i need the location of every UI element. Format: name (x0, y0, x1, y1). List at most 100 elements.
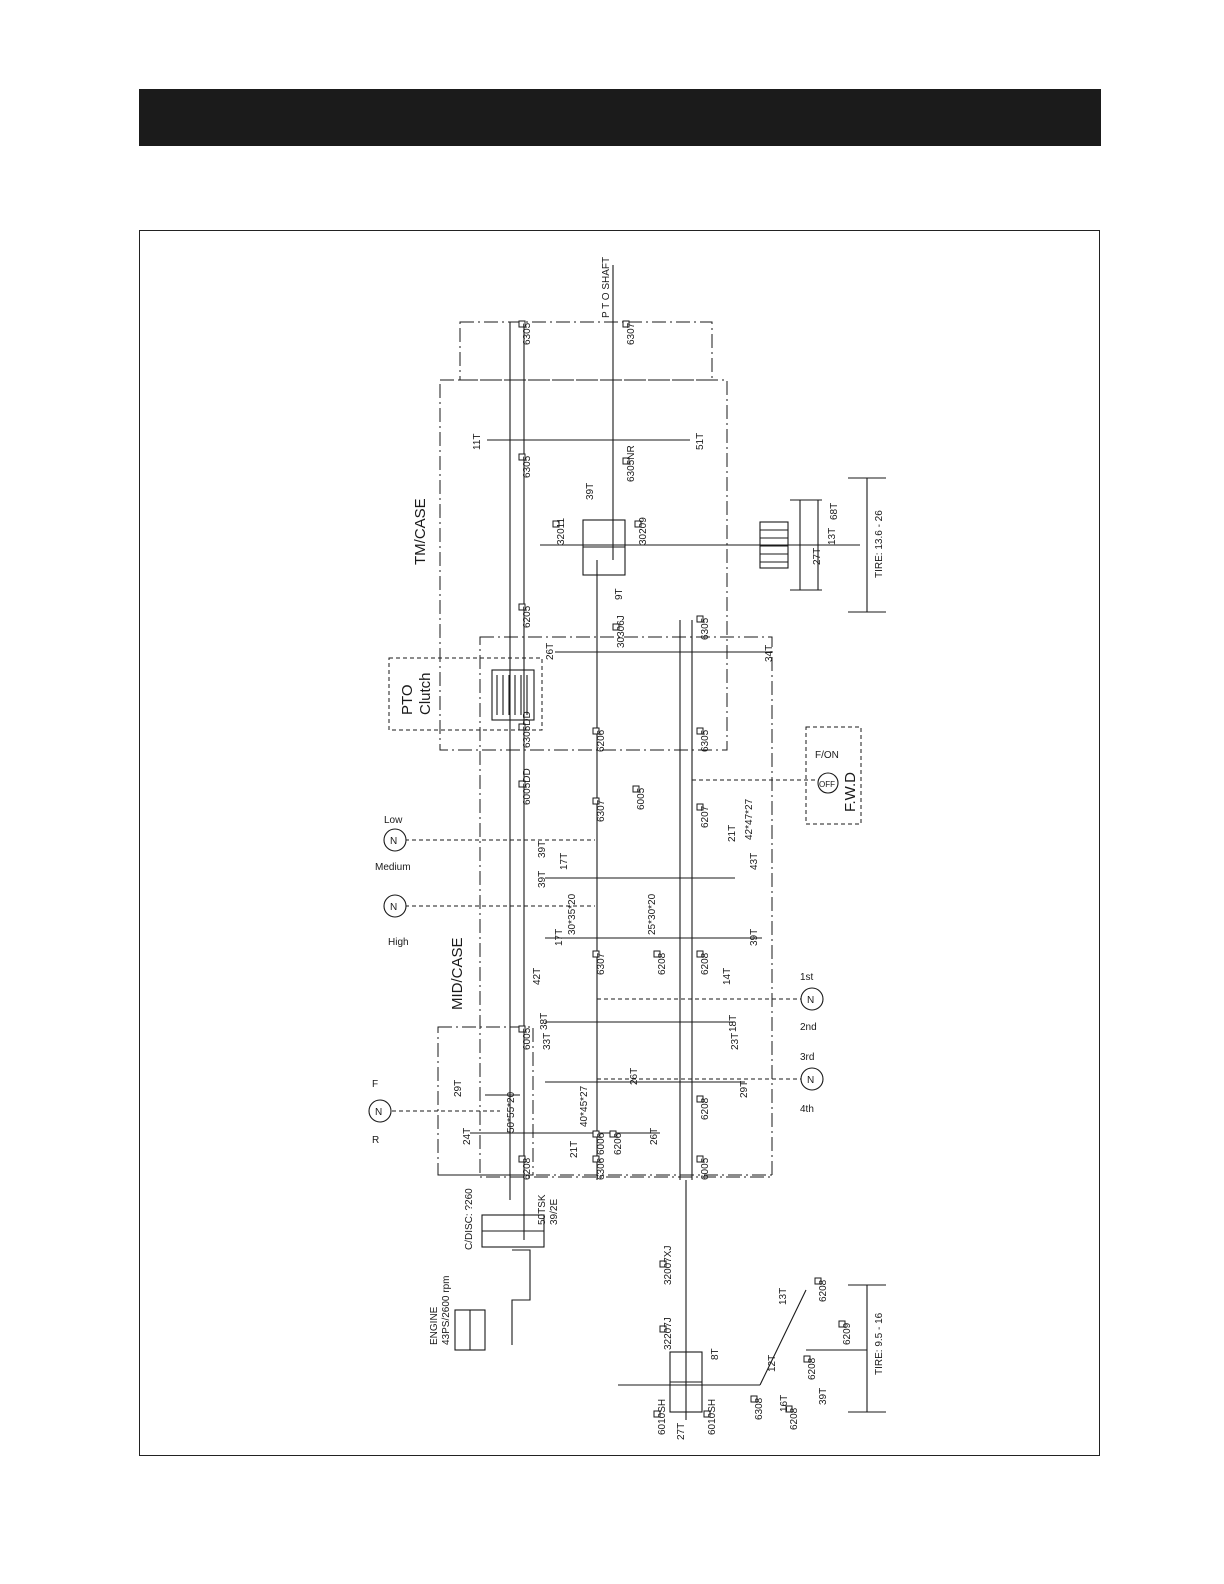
teeth-label: 26T (629, 1068, 640, 1085)
bearing-marks (518, 320, 846, 1418)
bearing-mark (518, 603, 526, 611)
selector-gear12-second: 2nd (800, 1022, 817, 1033)
selector-low-label: Low (384, 815, 403, 826)
diagram-frame (139, 230, 1100, 1456)
bearing-mark (750, 1395, 758, 1403)
selector-fr-right: F (372, 1079, 378, 1090)
pto-label-line2: Clutch (417, 672, 434, 715)
differential (582, 519, 626, 576)
selector-gear12-symbol: N (807, 995, 814, 1006)
selector-range: N High Medium (375, 862, 411, 948)
teeth-label: 39T (749, 929, 760, 946)
bearing-mark (622, 320, 630, 328)
teeth-label: 12T (767, 1355, 778, 1372)
bearing-label: 6208 (789, 1407, 800, 1430)
fwd-box (805, 726, 862, 825)
selector-gear34-fourth: 4th (800, 1104, 814, 1115)
teeth-label: 18T (728, 1015, 739, 1032)
bearing-label: 6010SH (707, 1399, 718, 1435)
bearing-mark (696, 803, 704, 811)
brake-pack (759, 521, 789, 569)
bearing-mark (518, 320, 526, 328)
bearing-mark (659, 1260, 667, 1268)
clutch-disc (481, 1214, 545, 1248)
teeth-label: 24T (462, 1128, 473, 1145)
bearing-label: 6308 (754, 1397, 765, 1420)
bearing-label: 6010SH (657, 1399, 668, 1435)
selector-low: N Low (383, 815, 407, 852)
bearing-mark (785, 1405, 793, 1413)
header-bar (139, 89, 1101, 146)
teeth-label: 16T (779, 1395, 790, 1412)
teeth-label: 14T (722, 968, 733, 985)
teeth-label: 17T (554, 929, 565, 946)
selector-gear34-symbol: N (807, 1075, 814, 1086)
shift-linkages (392, 779, 818, 1112)
teeth-label: 39T (537, 871, 548, 888)
bearing-mark (592, 1155, 600, 1163)
bearing-mark (518, 453, 526, 461)
bearing-label: 6306 (596, 1157, 607, 1180)
ratio-label: 50*55*20 (506, 1091, 517, 1133)
mid-case-label: MID/CASE (449, 937, 466, 1010)
bearing-label: 6208 (807, 1357, 818, 1380)
bearing-mark (622, 457, 630, 465)
bearing-label: 6209 (842, 1322, 853, 1345)
mid-case-outline (437, 636, 773, 1178)
bearing-mark (518, 1025, 526, 1033)
bearing-mark (696, 1155, 704, 1163)
pto-clutch-pack (491, 669, 535, 721)
bearing-label: 6205 (522, 605, 533, 628)
bearing-label: 6208 (818, 1279, 829, 1302)
bearing-mark (609, 1130, 617, 1138)
teeth-label: 17T (559, 853, 570, 870)
bearing-label: 30306J (616, 615, 627, 648)
bearing-mark (696, 727, 704, 735)
selector-fr-left: R (372, 1135, 379, 1146)
gear-lines (470, 439, 772, 1134)
teeth-label: 39T (818, 1388, 829, 1405)
ratio-label: 40*45*27 (579, 1085, 590, 1127)
final-drive (790, 499, 822, 591)
selector-gear34: N 3rd 4th (800, 1052, 824, 1115)
bearing-label: 30209 (638, 517, 649, 545)
pto-label-line1: PTO (399, 684, 416, 715)
bearing-label: 6005DD (522, 768, 533, 805)
bearing-label: 6005 (700, 1157, 711, 1180)
bearing-label: 6307 (596, 952, 607, 975)
bearing-mark (592, 797, 600, 805)
tm-case-outline (439, 321, 728, 751)
bearing-label: 6005 (636, 787, 647, 810)
bearing-label: 6305 (700, 729, 711, 752)
teeth-label: 43T (749, 853, 760, 870)
selector-fr: N R F (368, 1079, 392, 1146)
teeth-label: 38T (539, 1013, 550, 1030)
bearing-mark (612, 623, 620, 631)
bearing-label: 32007XJ (663, 1246, 674, 1285)
bearing-mark (592, 950, 600, 958)
teeth-label: 29T (453, 1080, 464, 1097)
front-tire-label: TIRE: 9.5 - 16 (874, 1312, 885, 1375)
bearing-mark (518, 780, 526, 788)
pto-clutch-box (388, 657, 543, 731)
bearing-mark (592, 1130, 600, 1138)
teeth-label: 51T (695, 433, 706, 450)
teeth-label: 13T (778, 1288, 789, 1305)
teeth-label: 27T (676, 1423, 687, 1440)
selector-gear34-third: 3rd (800, 1052, 814, 1063)
teeth-label: 42T (532, 968, 543, 985)
bearing-label: 6305 (522, 322, 533, 345)
teeth-label: 68T (829, 503, 840, 520)
teeth-label: 26T (545, 643, 556, 660)
selector-range-symbol: N (390, 902, 397, 913)
engine-rating: 43PS/2600 rpm (441, 1276, 452, 1346)
bearing-label: 6305NR (626, 445, 637, 482)
ratio-label: 42*47*27 (744, 798, 755, 840)
bearing-mark (592, 727, 600, 735)
front-diff (669, 1351, 703, 1413)
bearing-label: 6006 (596, 1132, 607, 1155)
teeth-label: 21T (727, 825, 738, 842)
bearing-mark (696, 615, 704, 623)
